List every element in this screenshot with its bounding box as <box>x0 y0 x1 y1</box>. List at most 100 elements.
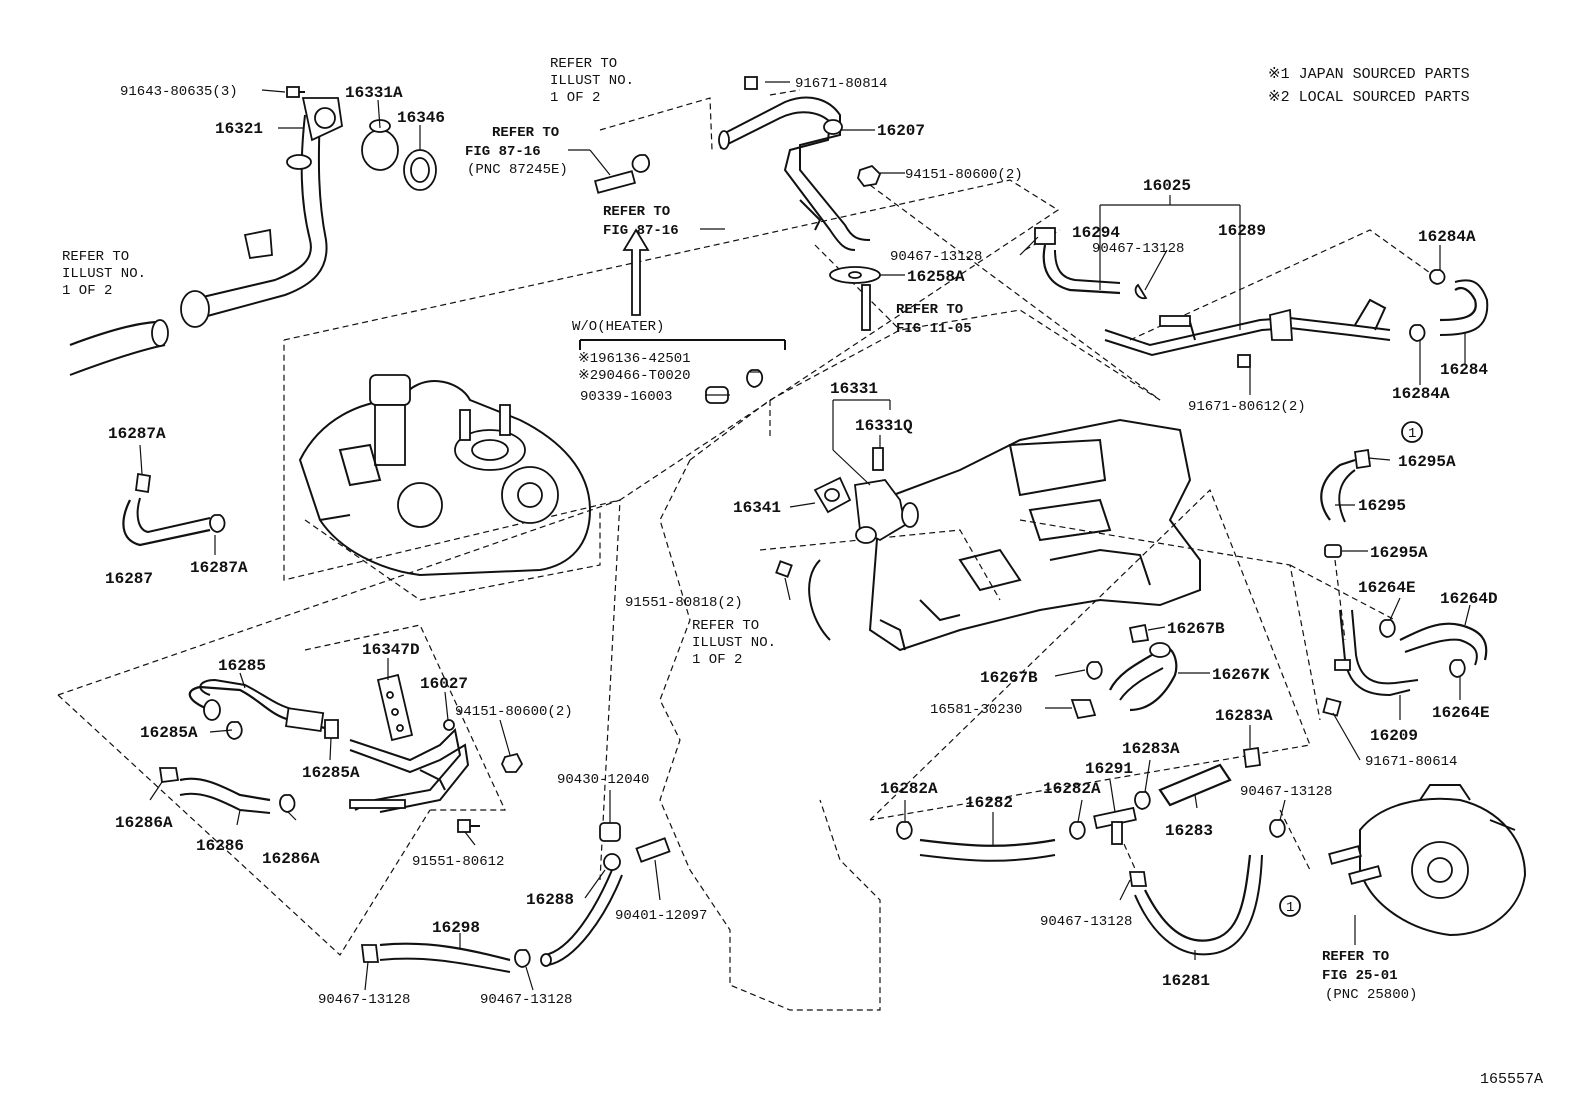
part-engine-cylinder-head <box>808 418 1201 652</box>
bolt-91671-80614 <box>1322 697 1342 717</box>
label-94151-80600-mid: 94151-80600(2) <box>455 704 573 720</box>
arrow-wo-heater <box>579 228 786 350</box>
svg-text:REFER TO: REFER TO <box>603 204 670 220</box>
circle-marker-1-top: 1 <box>1401 421 1423 443</box>
part-16346-gasket <box>403 149 437 191</box>
label-16289: 16289 <box>1218 222 1266 240</box>
pipe-16027 <box>349 719 470 813</box>
label-90467-13128-c: 90467-13128 <box>1240 784 1332 800</box>
hose-16281 <box>1128 819 1286 956</box>
svg-text:REFER TO: REFER TO <box>62 249 129 265</box>
label-16295: 16295 <box>1358 497 1406 515</box>
label-16282A-left: 16282A <box>880 780 938 798</box>
refer-illust-top: REFER TO ILLUST NO. 1 OF 2 <box>550 56 634 106</box>
hose-16298 <box>360 942 531 973</box>
bracket-16347D <box>376 673 414 742</box>
label-16581-30230: 16581-30230 <box>930 702 1022 718</box>
hose-16285 <box>188 678 339 740</box>
label-16284A-bottom: 16284A <box>1392 385 1450 403</box>
nut-94151-top <box>857 164 882 187</box>
label-91551-80818: 91551-80818(2) <box>625 595 743 611</box>
bolt-91551-80818 <box>775 560 793 578</box>
part-water-pump-assembly <box>298 374 592 577</box>
label-16207: 16207 <box>877 122 925 140</box>
label-16285: 16285 <box>218 657 266 675</box>
label-90467-13128-e: 90467-13128 <box>318 992 410 1008</box>
wo-heater-title: W/O(HEATER) <box>572 319 664 335</box>
part-number-labels: 91643-80635(3) 16331A 16346 16321 91671-… <box>105 76 1498 1008</box>
refer-fig87-lower: REFER TO FIG 87-16 <box>603 204 679 239</box>
svg-text:1 OF 2: 1 OF 2 <box>692 652 742 668</box>
wo-heater-line1: ※196136-42501 <box>578 351 691 367</box>
hose-16287 <box>122 472 226 547</box>
svg-text:1: 1 <box>1286 900 1294 916</box>
part-16321-water-pipe <box>180 97 343 328</box>
hose-refer-illust-top-left <box>69 319 169 376</box>
refer-illust-left: REFER TO ILLUST NO. 1 OF 2 <box>62 249 146 299</box>
svg-text:REFER TO: REFER TO <box>492 125 559 141</box>
circle-marker-1-bottom: 1 <box>1279 895 1301 917</box>
bolt-91551-80612 <box>457 819 480 833</box>
note-japan-sourced: ※1 JAPAN SOURCED PARTS <box>1268 66 1470 83</box>
nut-94151-mid <box>501 752 524 773</box>
svg-text:FIG 11-05: FIG 11-05 <box>896 321 972 337</box>
label-16264D: 16264D <box>1440 590 1498 608</box>
label-16285A-bottom: 16285A <box>302 764 360 782</box>
pipe-16288 <box>540 853 623 967</box>
label-16331A: 16331A <box>345 84 403 102</box>
label-16267B-mid: 16267B <box>980 669 1038 687</box>
svg-text:1 OF 2: 1 OF 2 <box>550 90 600 106</box>
svg-text:REFER TO: REFER TO <box>1322 949 1389 965</box>
svg-text:ILLUST NO.: ILLUST NO. <box>692 635 776 651</box>
hose-16295 <box>1320 448 1372 558</box>
label-91551-80612: 91551-80612 <box>412 854 504 870</box>
pipe-16289 <box>1104 298 1391 368</box>
label-90467-13128-a: 90467-13128 <box>890 249 982 265</box>
svg-text:REFER TO: REFER TO <box>692 618 759 634</box>
label-16286A-right: 16286A <box>262 850 320 868</box>
label-16284: 16284 <box>1440 361 1488 379</box>
bolt-90401 <box>635 837 671 863</box>
label-16264E-top: 16264E <box>1358 579 1416 597</box>
wo-heater-line2: ※290466-T0020 <box>578 368 691 384</box>
part-16331A-thermostat <box>361 119 399 171</box>
assembly-dashed-outlines <box>57 89 1441 1011</box>
label-16291: 16291 <box>1085 760 1133 778</box>
label-94151-80600-top: 94151-80600(2) <box>905 167 1023 183</box>
leader-lines <box>139 81 1471 991</box>
label-16264E-bottom: 16264E <box>1432 704 1490 722</box>
label-16282: 16282 <box>965 794 1013 812</box>
tee-16291 <box>1093 806 1137 845</box>
svg-text:ILLUST NO.: ILLUST NO. <box>550 73 634 89</box>
label-16285A-left: 16285A <box>140 724 198 742</box>
label-16295A-bottom: 16295A <box>1370 544 1428 562</box>
label-90467-13128-f: 90467-13128 <box>480 992 572 1008</box>
label-91643-80635: 91643-80635(3) <box>120 84 238 100</box>
bolt-91643 <box>286 86 305 98</box>
label-16267B-top: 16267B <box>1167 620 1225 638</box>
label-16288: 16288 <box>526 891 574 909</box>
hose-16294 <box>1034 227 1148 300</box>
svg-text:REFER TO: REFER TO <box>550 56 617 72</box>
label-90401-12097: 90401-12097 <box>615 908 707 924</box>
svg-text:1: 1 <box>1408 426 1416 442</box>
refer-illust-mid: REFER TO ILLUST NO. 1 OF 2 <box>692 618 776 668</box>
label-16331Q: 16331Q <box>855 417 913 435</box>
label-16209: 16209 <box>1370 727 1418 745</box>
svg-text:ILLUST NO.: ILLUST NO. <box>62 266 146 282</box>
hose-16283 <box>1134 746 1261 810</box>
label-16286A-left: 16286A <box>115 814 173 832</box>
refer-fig25: REFER TO FIG 25-01 (PNC 25800) <box>1322 949 1417 1003</box>
hose-16286 <box>158 767 296 814</box>
label-16283: 16283 <box>1165 822 1213 840</box>
label-16287: 16287 <box>105 570 153 588</box>
label-16287A-top: 16287A <box>108 425 166 443</box>
clamp-fig87 <box>593 154 651 194</box>
hose-16284 <box>1409 269 1489 342</box>
label-16283A-mid: 16283A <box>1122 740 1180 758</box>
label-91671-80614: 91671-80614 <box>1365 754 1457 770</box>
part-16331-water-outlet <box>854 447 919 544</box>
hose-16282 <box>896 821 1086 862</box>
